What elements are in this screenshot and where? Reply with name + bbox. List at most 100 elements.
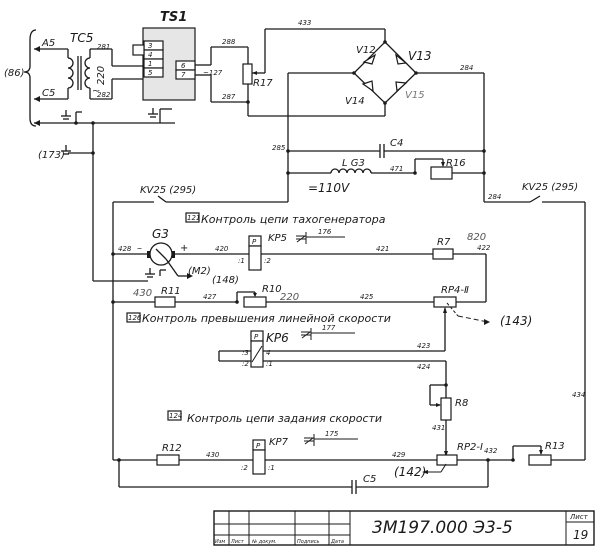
label-r13: R13 xyxy=(545,441,565,452)
ground-icon xyxy=(61,145,71,155)
wire-288: 288 xyxy=(222,38,236,46)
label-kp5: KP5 xyxy=(268,233,287,244)
label-v15: V15 xyxy=(405,90,425,101)
label-r8: R8 xyxy=(455,398,468,409)
kp7-pin1: :1 xyxy=(268,464,275,472)
wire-431: 431 xyxy=(432,424,445,432)
label-c5-input: C5 xyxy=(42,88,55,99)
col-doc-num: № докум. xyxy=(251,539,277,545)
wire-428: 428 xyxy=(118,245,132,253)
label-r16: R16 xyxy=(446,158,466,169)
label-tc5: TC5 xyxy=(70,31,93,45)
ts1-pin-1: 1 xyxy=(148,60,152,68)
resistor-r17 xyxy=(242,63,253,85)
wire-127: ~127 xyxy=(203,69,223,77)
wire-425: 425 xyxy=(360,293,374,301)
label-r11: R11 xyxy=(161,286,181,297)
ref-86: (86) xyxy=(4,68,25,79)
contact-ref-icon xyxy=(301,328,355,340)
ts1-pin-7: 7 xyxy=(181,71,186,79)
ref-m2: (M2) xyxy=(188,266,211,277)
kp6-pin3: :3 xyxy=(242,349,249,357)
kp7-pin2: :2 xyxy=(241,464,248,472)
col-date: Дата xyxy=(330,539,344,545)
wire-429: 429 xyxy=(392,451,406,459)
wire-284-bottom: 284 xyxy=(488,193,501,201)
title-block: Изм Лист № докум. Подпись Дата 3M197.000… xyxy=(213,510,595,546)
resistor-r11 xyxy=(154,296,176,308)
ref-143: (143) xyxy=(500,314,532,328)
resistor-r8 xyxy=(440,397,452,421)
section-121-title: Контроль цепи тахогенератора xyxy=(201,213,386,226)
label-v14: V14 xyxy=(345,96,365,107)
kp7-p: P xyxy=(256,442,261,450)
section-126-title: Контроль превышения линейной скорости xyxy=(142,312,391,325)
resistor-r13 xyxy=(528,454,552,466)
relay-kp7 xyxy=(252,449,266,475)
label-c4: C4 xyxy=(390,138,403,149)
label-lg3: L G3 xyxy=(342,158,365,169)
label-v13: V13 xyxy=(408,49,431,63)
diode-v14 xyxy=(361,80,374,93)
ts1-pin-4: 4 xyxy=(148,51,152,59)
kp7-ref-175: 175 xyxy=(325,430,339,438)
kp5-ref-176: 176 xyxy=(318,228,332,236)
label-r12: R12 xyxy=(162,443,182,454)
col-list: Лист xyxy=(230,539,245,545)
sheet-number: 19 xyxy=(573,528,588,542)
kp6-pin1: :1 xyxy=(266,360,273,368)
contact-ref-icon xyxy=(304,434,358,446)
label-a5: A5 xyxy=(41,38,55,49)
kp6-pin4: 4 xyxy=(266,349,270,357)
section-124-num: 124 xyxy=(169,412,182,420)
relay-kp5 xyxy=(248,245,262,271)
transformer-tc5 xyxy=(67,48,143,100)
label-rp2: RP2-Ⅰ xyxy=(457,442,483,453)
kp6-p: P xyxy=(254,333,259,341)
document-number: 3M197.000 Э3-5 xyxy=(372,518,513,538)
potentiometer-rp4 xyxy=(433,296,457,308)
kp5-p: P xyxy=(252,238,257,246)
col-signature: Подпись xyxy=(297,539,320,545)
wire-284-top: 284 xyxy=(460,64,473,72)
input-brace xyxy=(23,29,37,127)
kp5-pin1: :1 xyxy=(238,257,245,265)
diode-bridge xyxy=(352,40,418,105)
wire-427: 427 xyxy=(203,293,217,301)
label-r10: R10 xyxy=(262,284,282,295)
r10-value: 220 xyxy=(280,292,299,303)
label-kp7: KP7 xyxy=(269,437,289,448)
wire-471: 471 xyxy=(390,165,403,173)
sheet-label: Лист xyxy=(569,513,589,521)
wire-430: 430 xyxy=(206,451,220,459)
ref-173: (173) xyxy=(38,150,65,161)
label-g3: G3 xyxy=(152,227,169,241)
col-izm: Изм xyxy=(215,539,225,545)
label-kv25-left: KV25 (295) xyxy=(140,185,196,196)
kp6-ref-177: 177 xyxy=(322,324,336,332)
tc5-voltage: 220 xyxy=(96,66,107,85)
section-126-num: 126 xyxy=(128,314,142,322)
kp5-pin2: :2 xyxy=(264,257,271,265)
diode-v13 xyxy=(395,53,408,65)
voltage-110v: =110V xyxy=(308,181,350,195)
ts1-pin-3: 3 xyxy=(148,42,152,50)
label-rp4: RP4-Ⅱ xyxy=(441,285,469,296)
ground-icon xyxy=(148,108,158,118)
wire-433: 433 xyxy=(298,19,311,27)
section-121-num: 121 xyxy=(187,214,200,222)
ground-icon xyxy=(145,268,155,278)
contact-ref-icon xyxy=(296,232,345,244)
label-kv25-right: KV25 (295) xyxy=(522,182,578,193)
r7-value: 820 xyxy=(467,232,486,243)
g3-minus: – xyxy=(137,243,142,254)
wire-432: 432 xyxy=(484,447,498,455)
diode-v12 xyxy=(362,53,377,65)
ref-148: (148) xyxy=(212,275,239,286)
potentiometer-rp2 xyxy=(436,454,458,466)
wire-420: 420 xyxy=(215,245,229,253)
wire-287: 287 xyxy=(222,93,236,101)
wire-281: 281 xyxy=(97,43,110,51)
label-kp6: KP6 xyxy=(266,331,289,345)
